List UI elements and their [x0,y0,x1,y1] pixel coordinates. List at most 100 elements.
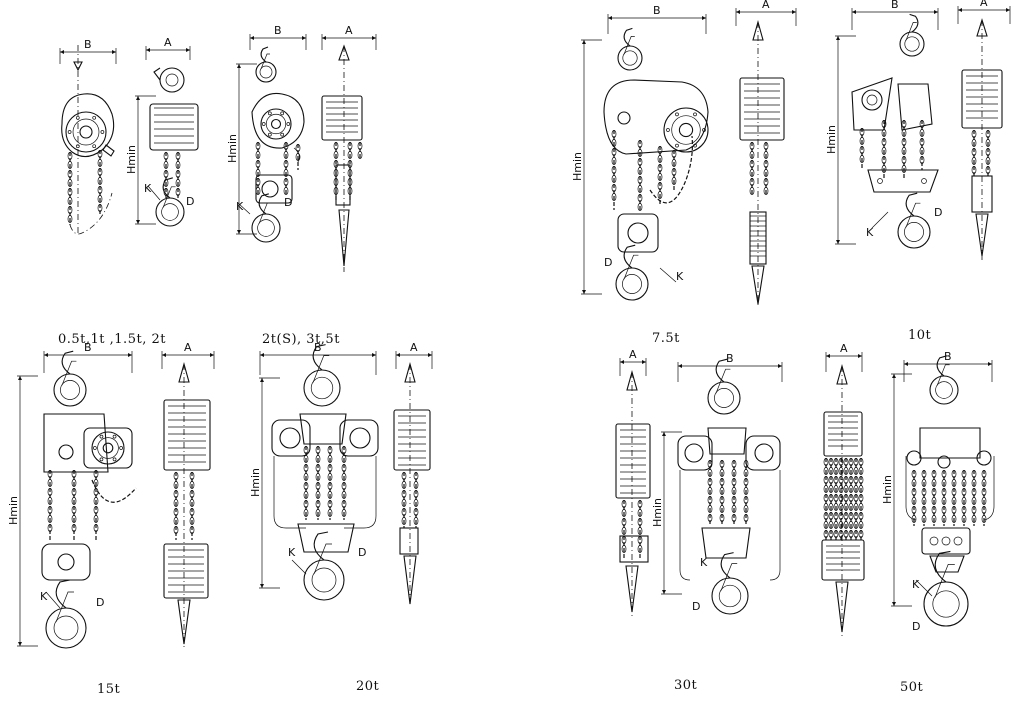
circle [663,107,709,153]
chain-link [189,490,195,498]
chain-link [401,490,407,498]
arrowhead [237,230,241,234]
circle [268,132,272,137]
chain-link [981,515,987,523]
chain-link [919,120,925,128]
chain-link [853,521,859,529]
circle [261,122,266,126]
dimension-K: K [40,590,48,603]
chain-link [97,177,103,185]
chain-link [621,500,627,508]
chain-link [401,481,407,489]
chain-link [671,168,677,176]
chain-link [71,515,77,523]
chain-link [843,467,849,475]
rect [83,427,133,469]
chain-link [838,485,844,493]
dimension-D: D [358,546,366,559]
circle [251,213,281,243]
caption-20t: 20t [356,679,380,694]
path [344,456,377,529]
chain-link [843,512,849,520]
chain-link [163,161,169,169]
arrowhead [836,36,840,40]
path [751,265,765,305]
caption-50t: 50t [900,680,924,695]
chain-link [173,526,179,534]
view-30t-side-2: A [821,342,865,636]
chain-link [47,479,53,487]
chain-link [657,182,663,190]
path [55,579,71,609]
line [915,579,933,597]
arrowhead [146,48,150,52]
chain-link [327,491,333,499]
chain-link [971,479,977,487]
arrowhead [428,353,432,357]
rect [961,69,1003,129]
chain-link [921,506,927,514]
caption-10t: 10t [908,328,932,343]
circle [93,446,97,450]
path [313,531,329,561]
chain-link [931,497,937,505]
chain-link [707,469,713,477]
chain-link [283,142,289,150]
dimension-B: B [84,341,92,354]
chain-link [341,509,347,517]
chain-link [823,530,829,538]
arrowhead [128,353,132,357]
chain-link [848,467,854,475]
path [649,135,693,204]
line [659,267,677,283]
chain-link [858,476,864,484]
chain-link [951,515,957,523]
circle [666,128,670,132]
view-10t-side: A [957,0,1011,262]
chain-link [961,497,967,505]
chain-link [341,446,347,454]
circle [932,590,960,618]
chain-link [255,160,261,168]
arrowhead [250,36,254,40]
chain-link [823,512,829,520]
chain-link [621,509,627,517]
dimension-K: K [676,270,684,283]
chain-link [173,490,179,498]
chain-link [848,503,854,511]
circle [260,108,292,140]
circle [75,144,80,149]
arrowhead [642,360,646,364]
circle [617,111,631,125]
chain-link [611,184,617,192]
chain-link [401,472,407,480]
chain-link [71,479,77,487]
rect [823,411,863,457]
circle [617,45,643,71]
rect [339,419,379,457]
arrowhead [892,602,896,606]
dimension-K: K [144,182,152,195]
chain-link [961,515,967,523]
chain-link [911,515,917,523]
path [769,470,781,581]
chain-link [401,508,407,516]
chain-link [637,185,643,193]
chain-link [731,514,737,522]
chain-link [853,512,859,520]
circle [707,381,741,415]
chain-link [941,488,947,496]
chain-link [357,142,363,150]
dimension-Hmin: Hmin [125,145,138,174]
caption-30t: 30t [674,678,698,693]
dimension-A: A [629,348,637,361]
chain-link [985,130,991,138]
circle [953,536,963,546]
arrowhead [210,353,214,357]
rect [41,543,91,581]
arrowhead [237,64,241,68]
path [102,144,115,157]
chain-link [413,481,419,489]
